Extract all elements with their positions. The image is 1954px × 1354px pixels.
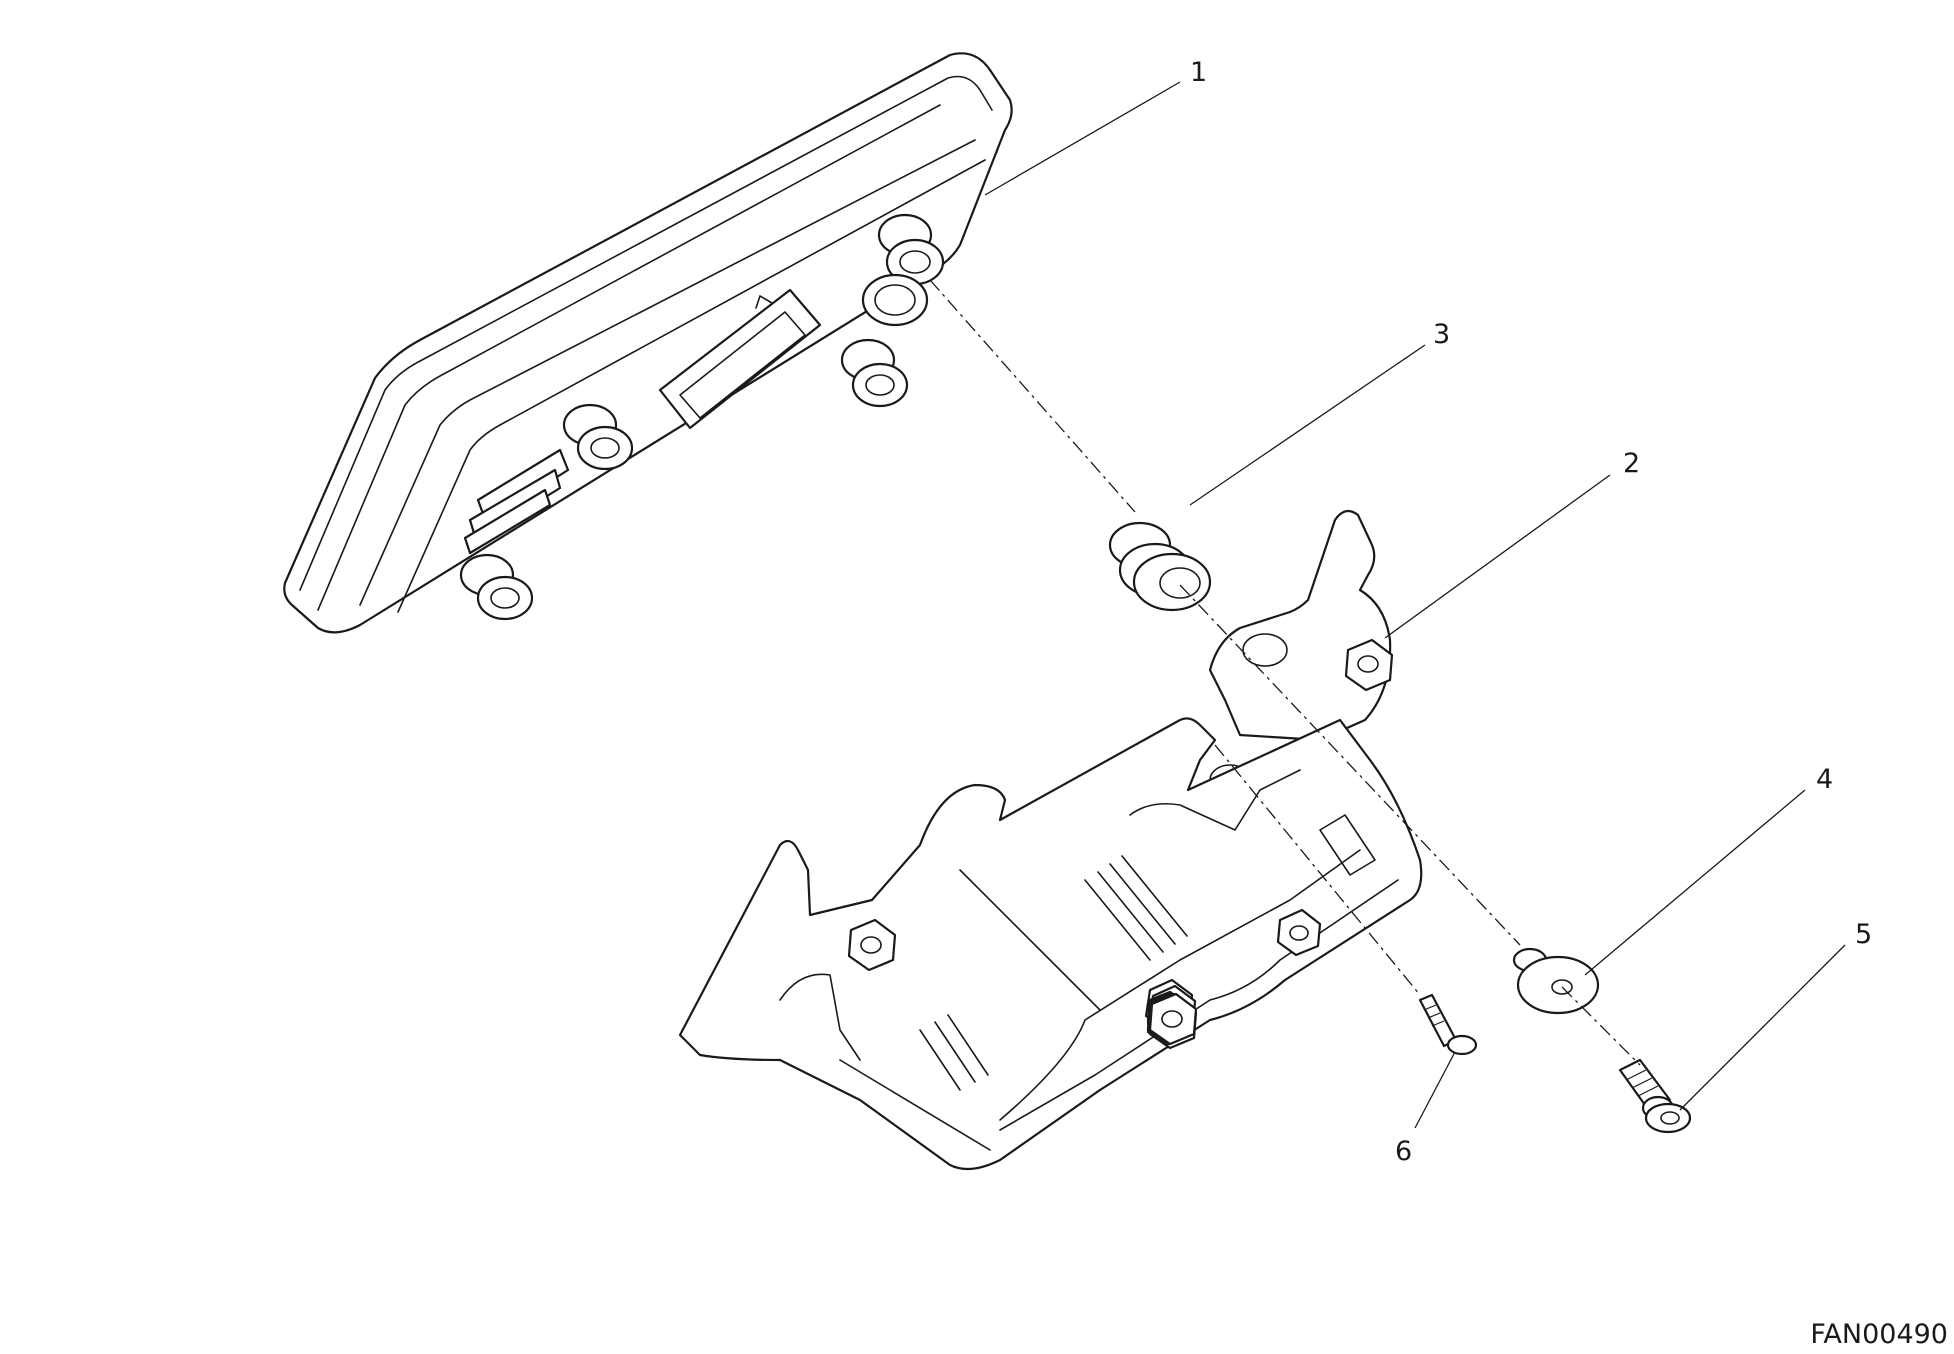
rubber-grommet-part bbox=[1108, 521, 1212, 612]
callout-5: 5 bbox=[1855, 919, 1872, 950]
flanged-washer-part bbox=[1512, 947, 1600, 1015]
leader-lines bbox=[984, 81, 1846, 1129]
support-bracket-part bbox=[678, 509, 1423, 1171]
shoulder-bolt-part bbox=[1618, 1058, 1692, 1134]
panel-stud-bottom bbox=[459, 553, 534, 621]
bracket-nut-bottom-right bbox=[1276, 908, 1322, 957]
panel-stud-top bbox=[861, 213, 945, 327]
callout-1: 1 bbox=[1190, 57, 1207, 88]
callout-4: 4 bbox=[1816, 764, 1833, 795]
bracket-nut-left bbox=[847, 918, 897, 972]
panel-stud-left bbox=[562, 403, 634, 471]
panel-stud-mid bbox=[840, 338, 909, 408]
callout-6: 6 bbox=[1395, 1136, 1412, 1167]
assembly-axes bbox=[929, 279, 1641, 1066]
bracket-nut-tray bbox=[1148, 992, 1198, 1046]
callout-2: 2 bbox=[1623, 448, 1640, 479]
callout-3: 3 bbox=[1433, 319, 1450, 350]
small-screw-part bbox=[1418, 993, 1478, 1056]
figure-code: FAN00490 bbox=[1810, 1319, 1948, 1350]
bracket-nut-right bbox=[1344, 638, 1394, 692]
instrument-panel-part bbox=[283, 52, 1013, 634]
